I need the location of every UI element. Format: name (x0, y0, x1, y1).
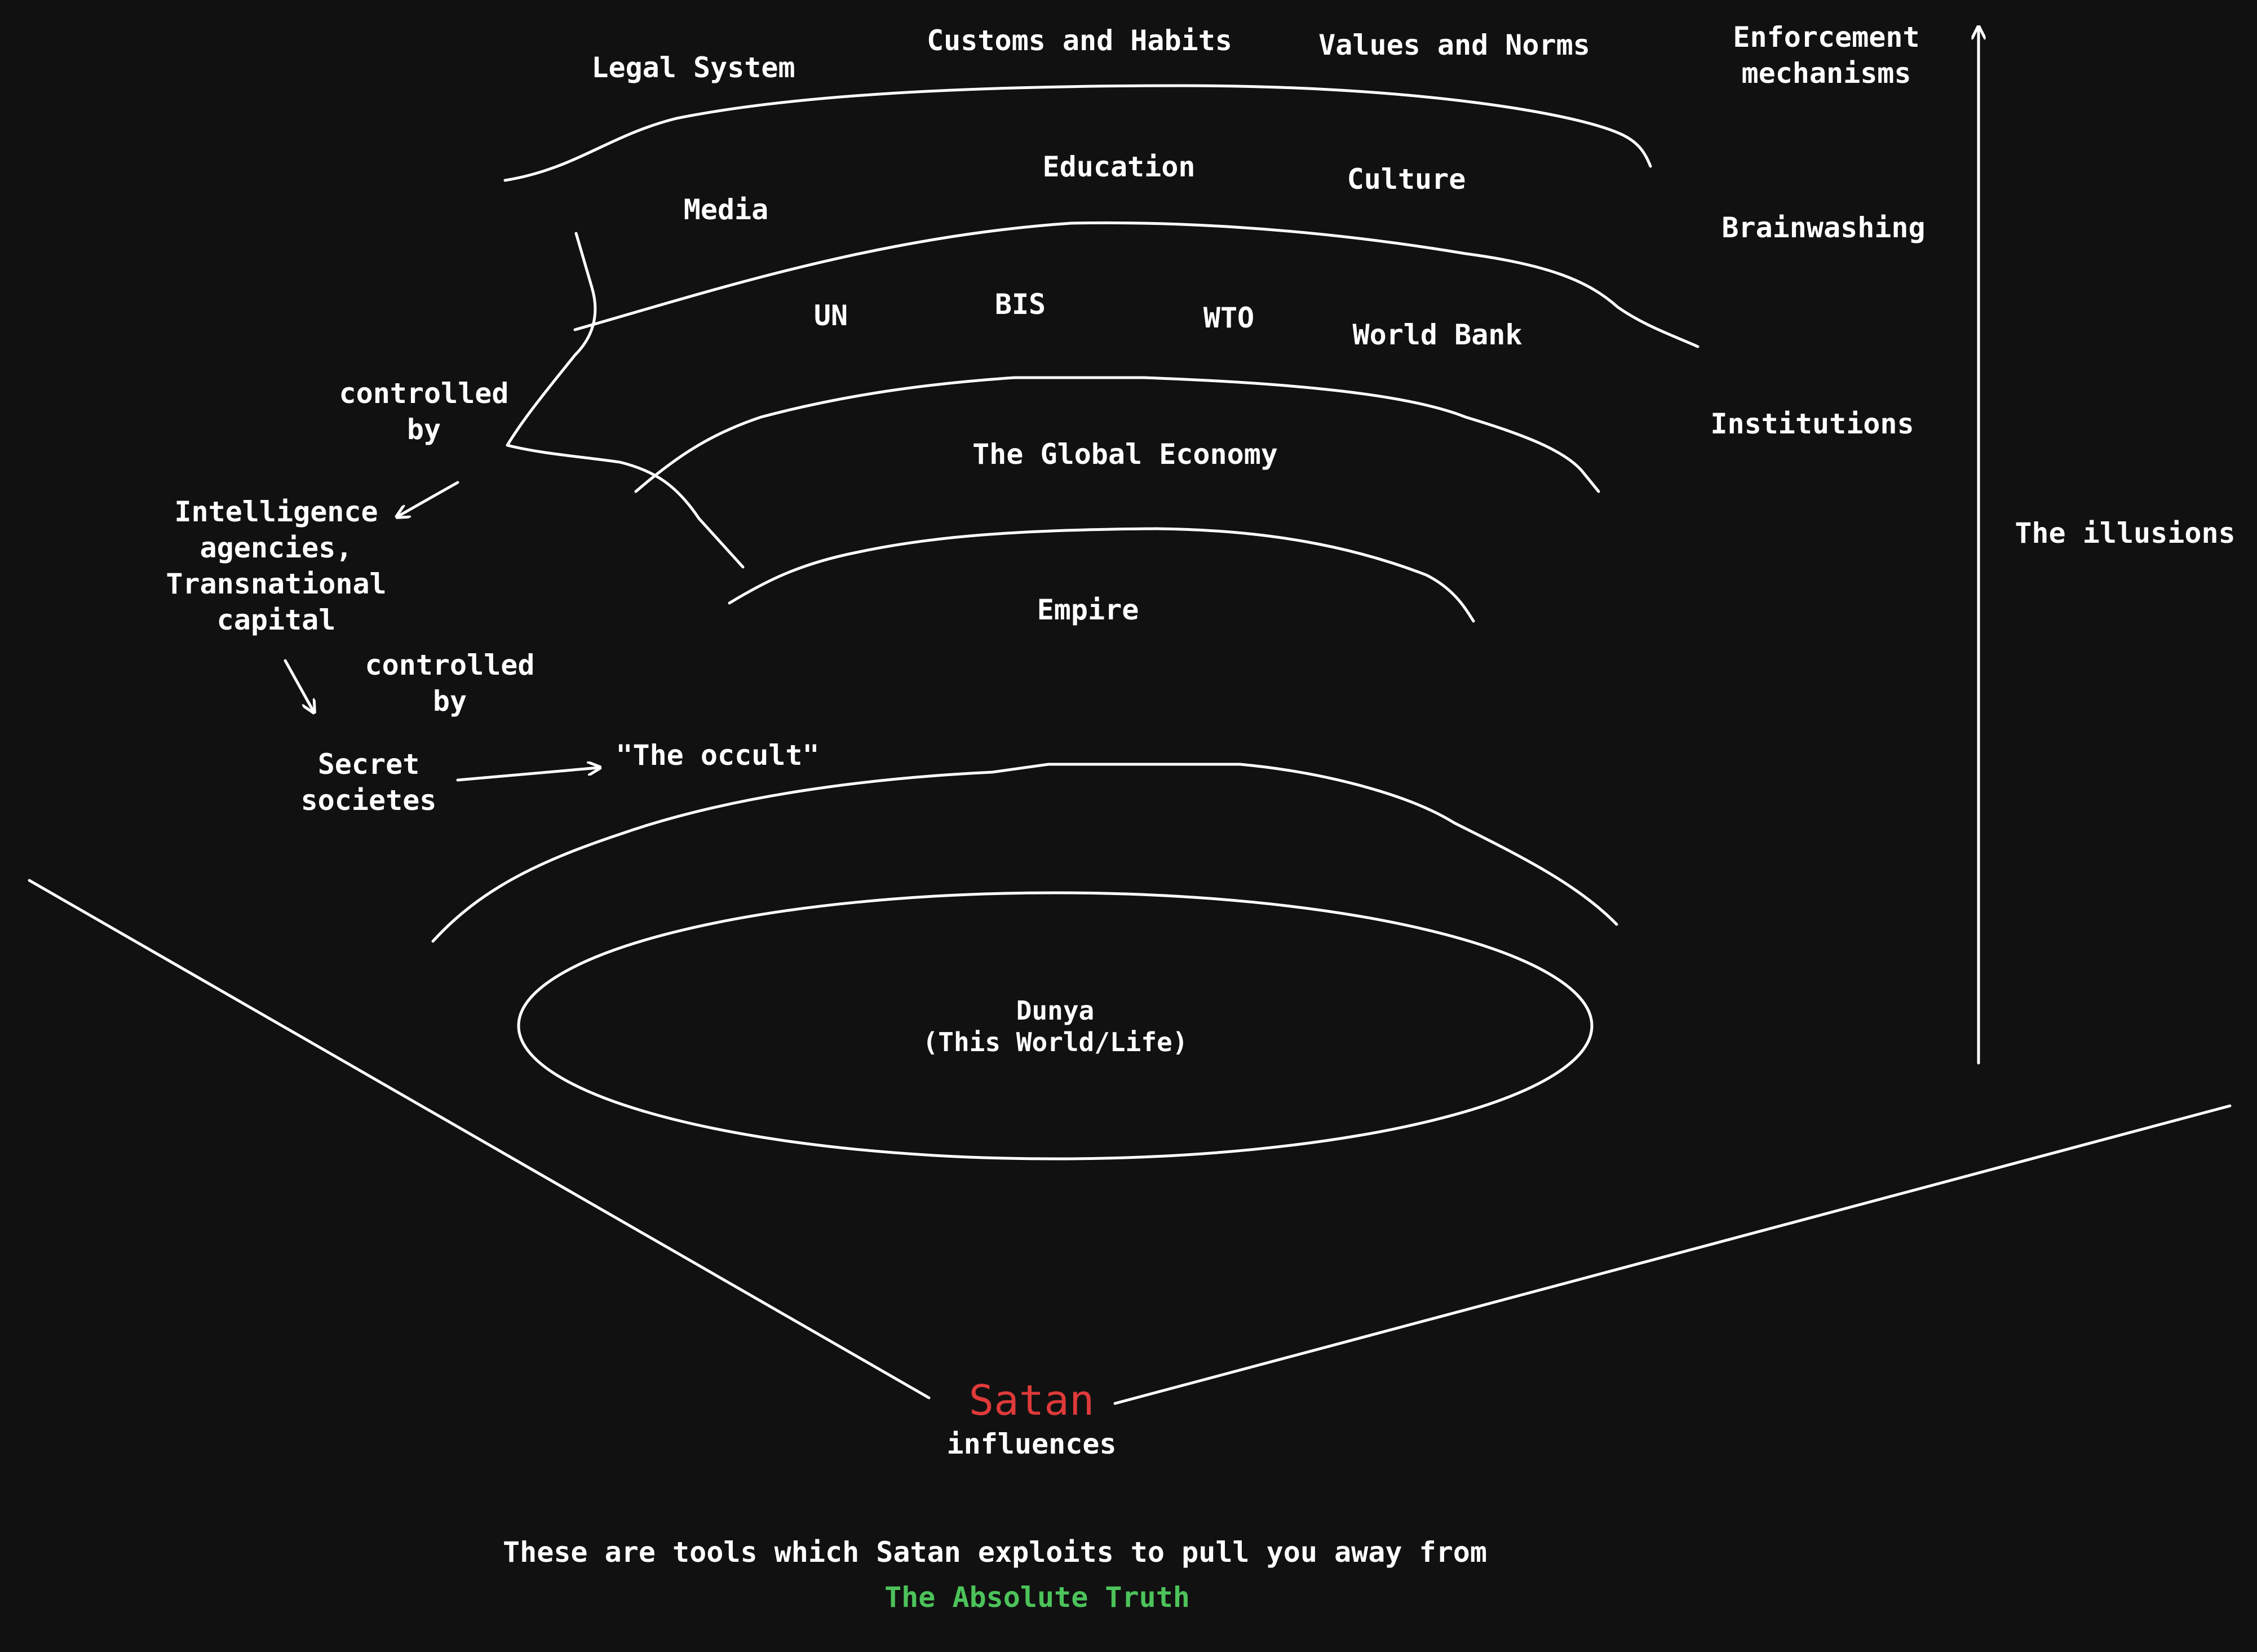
intelligence-agencies-label: Intelligence agencies, Transnational cap… (166, 495, 387, 636)
illusions-label: The illusions (2015, 517, 2236, 550)
bis-label: BIS (994, 288, 1046, 321)
footer-line: These are tools which Satan exploits to … (503, 1536, 1487, 1569)
values-norms-label: Values and Norms (1318, 29, 1590, 61)
occult-label: "The occult" (616, 739, 820, 772)
control-squiggle (506, 232, 745, 569)
un-label: UN (813, 299, 848, 332)
satan-label: Satan (968, 1376, 1095, 1425)
controlled-by-label-1: controlled by (339, 377, 509, 446)
brainwashing-arc (573, 221, 1700, 348)
global-economy-label: The Global Economy (972, 438, 1278, 471)
influences-label: influences (946, 1428, 1117, 1460)
media-label: Media (683, 193, 769, 226)
influence-line-left (28, 879, 931, 1399)
legal-system-label: Legal System (591, 51, 795, 84)
empire-label: Empire (1037, 594, 1139, 626)
enforcement-arc (503, 84, 1652, 182)
influence-line-right (1113, 1104, 2232, 1405)
world-bank-label: World Bank (1352, 318, 1523, 351)
arrow-to-intelligence (398, 481, 459, 516)
arrow-to-secret-societies (284, 659, 313, 711)
empire-arc (728, 527, 1475, 623)
wto-label: WTO (1203, 302, 1255, 334)
absolute-truth-label: The Absolute Truth (884, 1581, 1190, 1614)
education-label: Education (1042, 150, 1196, 183)
institutions-arc (634, 376, 1600, 493)
controlled-by-label-2: controlled by (365, 649, 535, 718)
dunya-title: Dunya (1016, 995, 1095, 1026)
enforcement-mechanisms-label: Enforcement mechanisms (1733, 21, 1920, 90)
arrow-to-occult (456, 768, 599, 782)
customs-habits-label: Customs and Habits (927, 24, 1232, 57)
dunya-ellipse (517, 891, 1594, 1161)
culture-label: Culture (1347, 163, 1466, 196)
dunya-subtitle: (This World/Life) (922, 1027, 1188, 1057)
occult-arc (431, 763, 1618, 943)
secret-societies-label: Secret societes (300, 748, 437, 817)
brainwashing-label: Brainwashing (1721, 211, 1926, 244)
institutions-label: Institutions (1710, 408, 1914, 440)
